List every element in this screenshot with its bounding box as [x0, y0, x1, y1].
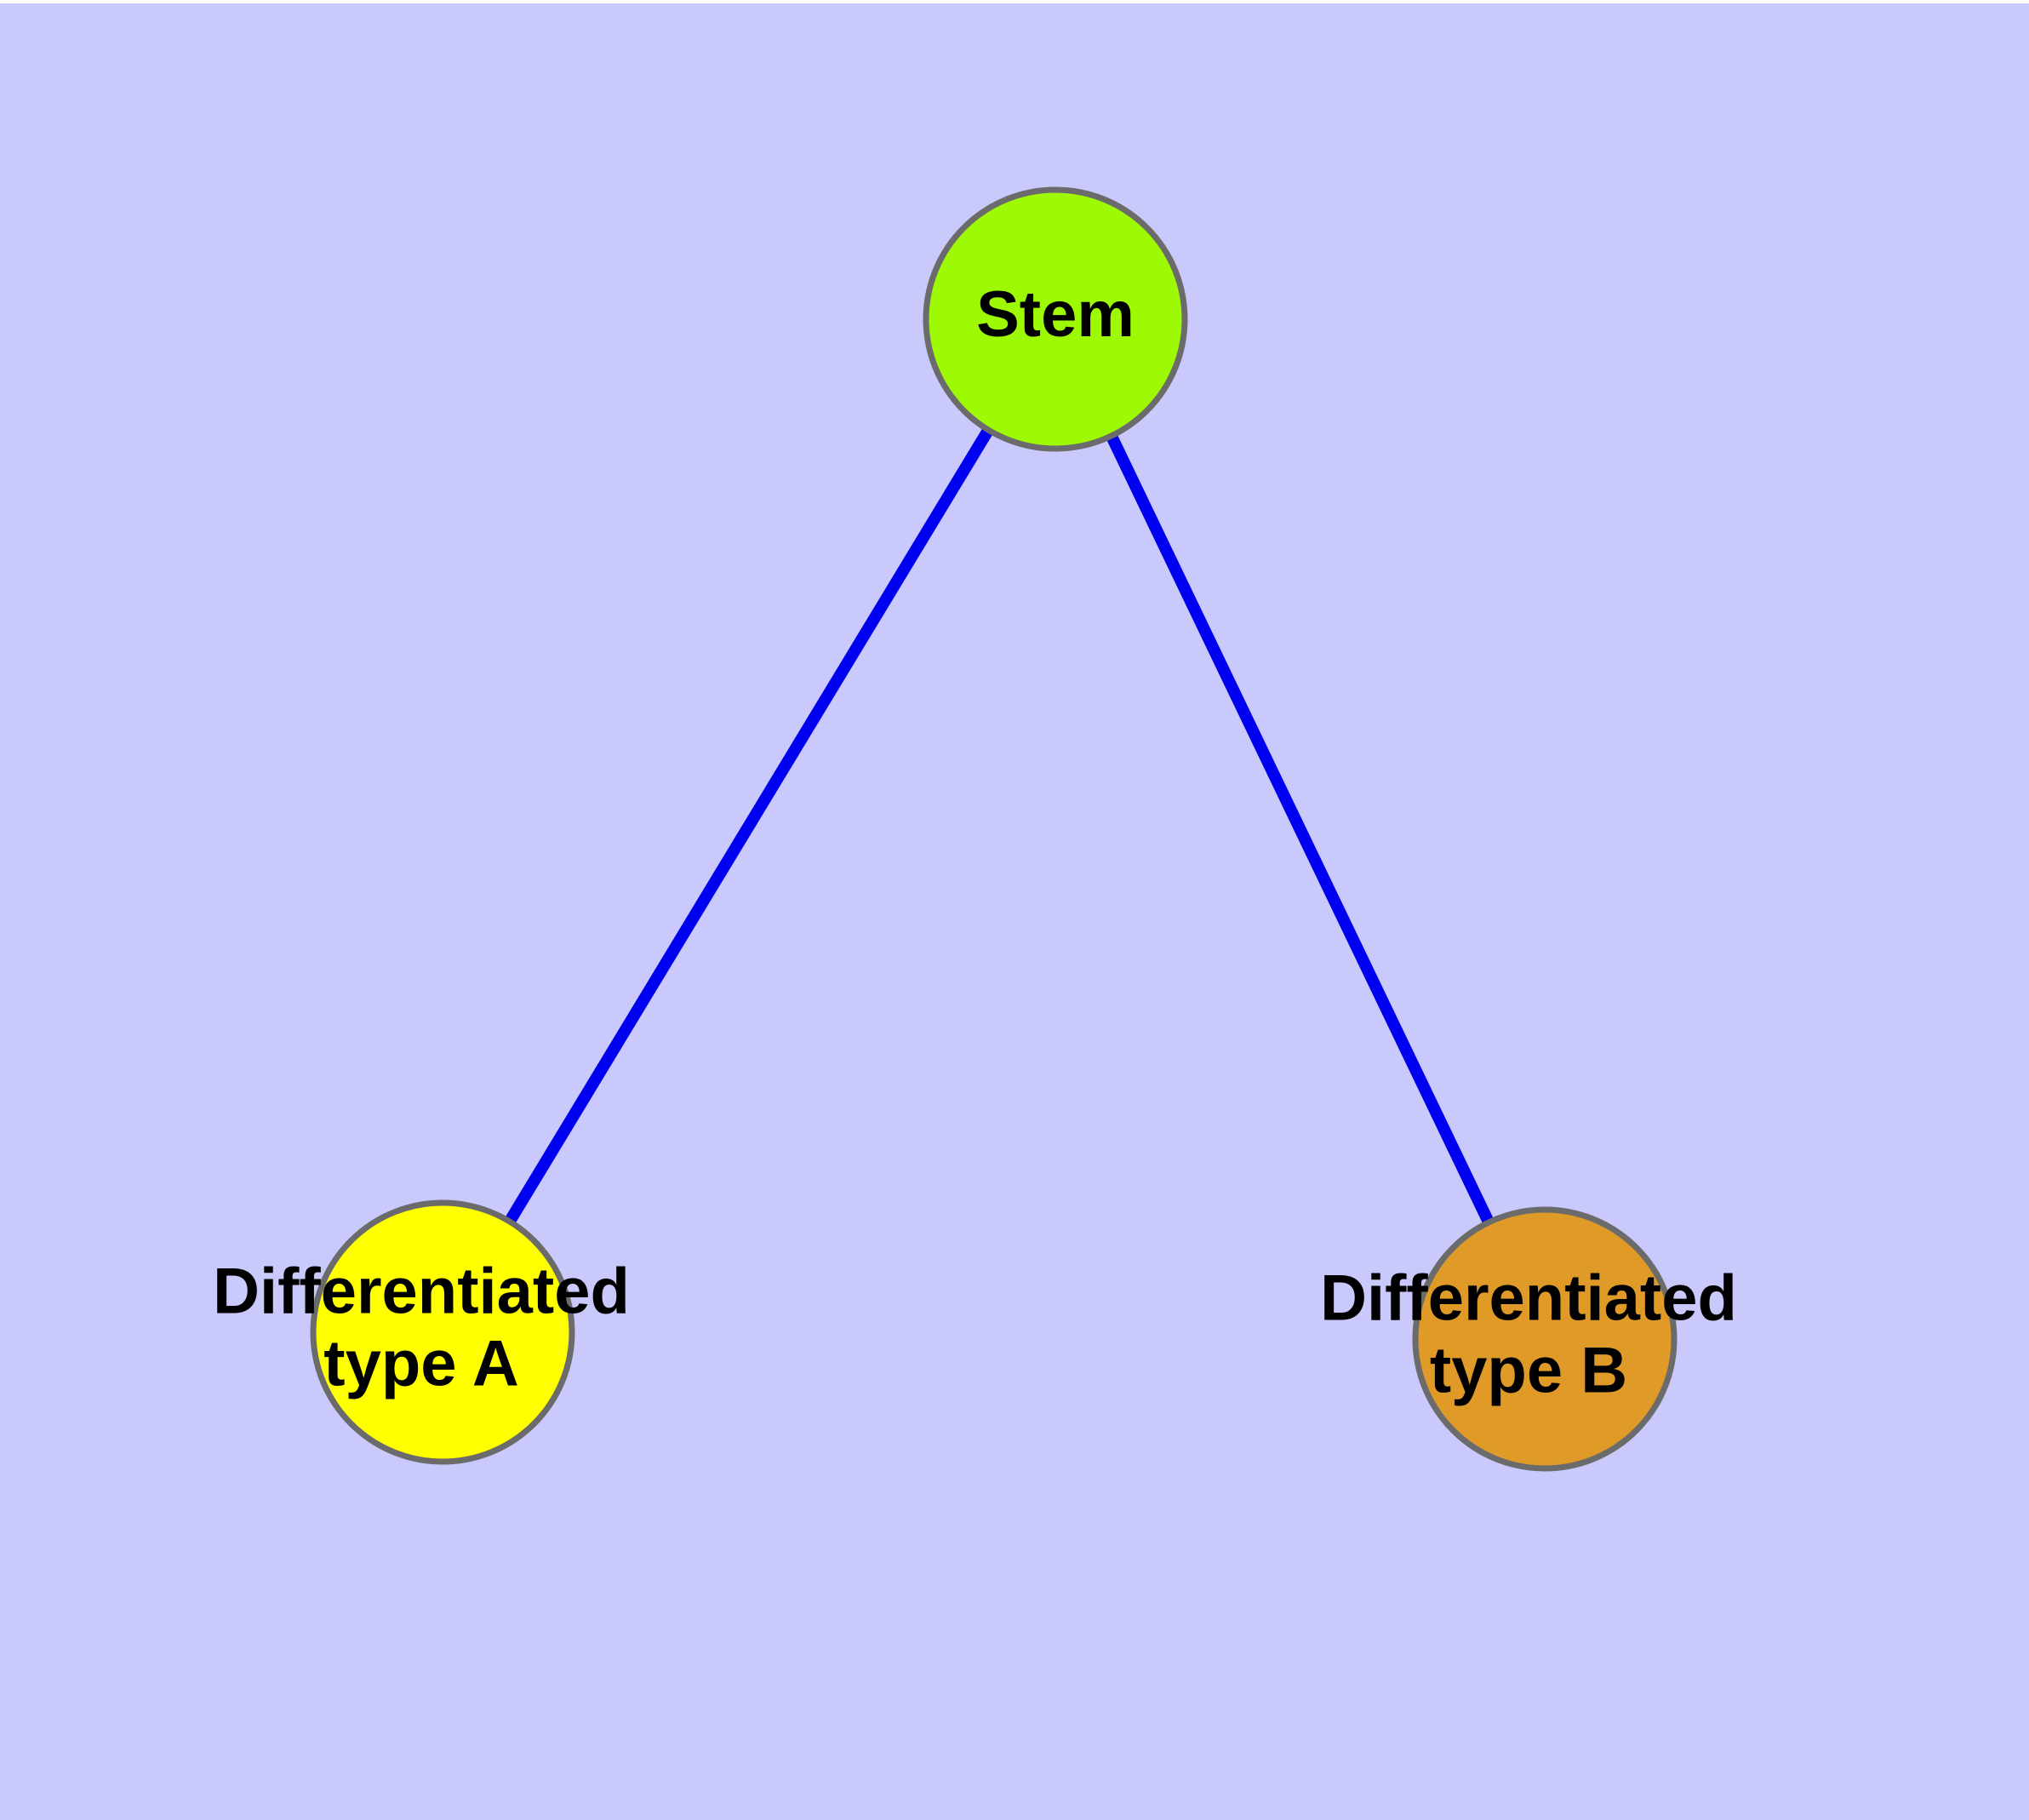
node-label-line: Differentiated	[213, 1256, 630, 1328]
node-stem[interactable]	[923, 186, 1188, 452]
node-label-line: Differentiated	[1320, 1262, 1737, 1335]
node-diff_b[interactable]	[1412, 1206, 1677, 1472]
edges-layer	[437, 316, 1551, 1342]
edge-stem-diff-a[interactable]	[437, 316, 1060, 1336]
node-label-stem: Stem	[976, 278, 1135, 351]
nodes-layer	[310, 186, 1677, 1472]
node-label-line: Stem	[976, 278, 1135, 351]
edge-stem-diff-b[interactable]	[1049, 316, 1551, 1342]
node-label-line: type B	[1430, 1335, 1627, 1407]
node-label-line: type A	[323, 1328, 518, 1400]
node-diff_a[interactable]	[310, 1199, 575, 1465]
